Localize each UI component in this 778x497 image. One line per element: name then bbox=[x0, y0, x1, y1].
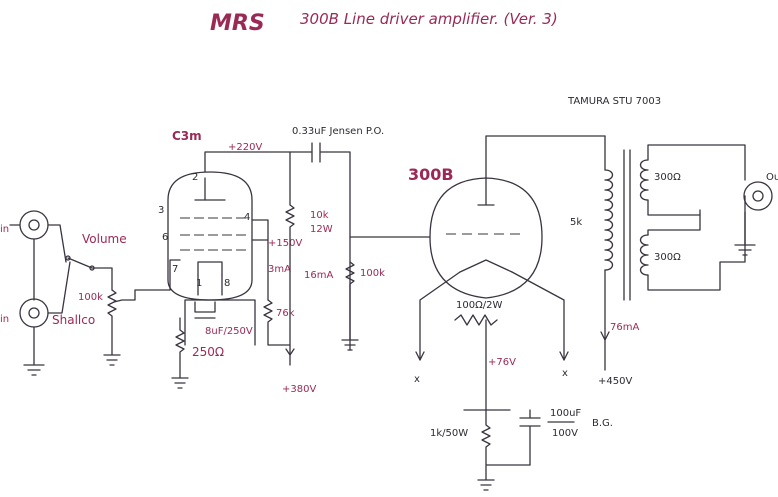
label-tube2: 300B bbox=[408, 165, 454, 184]
output-ground bbox=[734, 195, 756, 256]
output-transformer bbox=[604, 135, 649, 371]
title-text: 300B Line driver amplifier. (Ver. 3) bbox=[300, 10, 558, 28]
label-b-plus-450: +450V bbox=[598, 376, 632, 387]
volume-pot bbox=[103, 289, 121, 366]
label-cap-cathode: 8uF/250V bbox=[205, 326, 253, 337]
plate-load-10k bbox=[285, 151, 295, 366]
label-tube1: C3m bbox=[172, 129, 202, 143]
arrow-450 bbox=[600, 331, 610, 341]
hum-pot bbox=[419, 271, 565, 361]
label-i-3ma: 3mA bbox=[268, 264, 291, 275]
input-jack-top bbox=[19, 210, 49, 240]
pot-wiper-wire bbox=[113, 289, 171, 303]
label-cap-bg-name: B.G. bbox=[592, 418, 613, 429]
volume-switch bbox=[67, 257, 113, 291]
label-shallco: Shallco bbox=[52, 313, 95, 327]
label-b-plus-380: +380V bbox=[282, 384, 316, 395]
label-v-76: +76V bbox=[488, 357, 516, 368]
grid-wire bbox=[169, 259, 181, 291]
screen-resistor-76k bbox=[263, 299, 291, 346]
cathode-resistor-1k bbox=[477, 409, 531, 491]
label-b-plus-220: +220V bbox=[228, 142, 262, 153]
input-jack-bottom bbox=[19, 298, 49, 328]
label-r-1k: 1k/50W bbox=[430, 428, 468, 439]
c3m-tube bbox=[167, 171, 253, 301]
pin-8: 8 bbox=[224, 278, 230, 289]
label-i-76ma: 76mA bbox=[610, 322, 639, 333]
screen-wire bbox=[251, 219, 269, 301]
cathode-wire bbox=[184, 274, 256, 346]
label-in-top: in bbox=[0, 224, 9, 235]
label-primary-5k: 5k bbox=[570, 217, 582, 228]
label-r-100k-grid: 100k bbox=[360, 268, 385, 279]
pin-6: 6 bbox=[162, 232, 168, 243]
output-jack bbox=[743, 181, 773, 211]
label-in-bottom: in bbox=[0, 314, 9, 325]
cathode-cap bbox=[194, 301, 216, 319]
input-signal-wire bbox=[47, 224, 71, 314]
coupling-cap bbox=[311, 142, 351, 351]
pin-3: 3 bbox=[158, 205, 164, 216]
label-coupling-cap: 0.33uF Jensen P.O. bbox=[292, 126, 384, 137]
label-out: Out bbox=[766, 172, 778, 183]
grid-resistor-100k bbox=[341, 261, 359, 351]
label-volume: Volume bbox=[82, 232, 127, 246]
cathode-resistor bbox=[171, 317, 189, 389]
label-cap-bg-top: 100uF bbox=[550, 408, 581, 419]
pin-1: 1 bbox=[196, 278, 202, 289]
filament-arrows bbox=[415, 351, 569, 361]
label-r-250: 250Ω bbox=[192, 345, 224, 359]
label-x-left: x bbox=[414, 374, 420, 385]
label-r-10k-w: 12W bbox=[310, 224, 333, 235]
input-ground-wire bbox=[9, 224, 45, 376]
label-r-76k: 76k bbox=[276, 308, 295, 319]
pin-2: 2 bbox=[192, 172, 198, 183]
label-sec-300-bottom: 300Ω bbox=[654, 252, 681, 263]
secondary-wiring bbox=[647, 144, 746, 291]
300b-tube bbox=[429, 177, 543, 299]
label-sec-300-top: 300Ω bbox=[654, 172, 681, 183]
cathode-cap-bg bbox=[519, 409, 541, 466]
label-x-right: x bbox=[562, 368, 568, 379]
title-logo: MRS bbox=[210, 11, 265, 36]
300b-plate-wire bbox=[485, 135, 606, 179]
plate-wire bbox=[204, 151, 313, 173]
pin-7: 7 bbox=[172, 264, 178, 275]
arrow-380 bbox=[285, 348, 295, 356]
label-r-10k: 10k bbox=[310, 210, 329, 221]
label-v-150: +150V bbox=[268, 238, 302, 249]
label-pot-100k: 100k bbox=[78, 292, 103, 303]
label-transformer: TAMURA STU 7003 bbox=[567, 96, 661, 107]
pin-4: 4 bbox=[244, 212, 250, 223]
label-cap-bg-bottom: 100V bbox=[552, 428, 578, 439]
label-hum-pot: 100Ω/2W bbox=[456, 300, 502, 311]
label-i-16ma: 16mA bbox=[304, 270, 333, 281]
